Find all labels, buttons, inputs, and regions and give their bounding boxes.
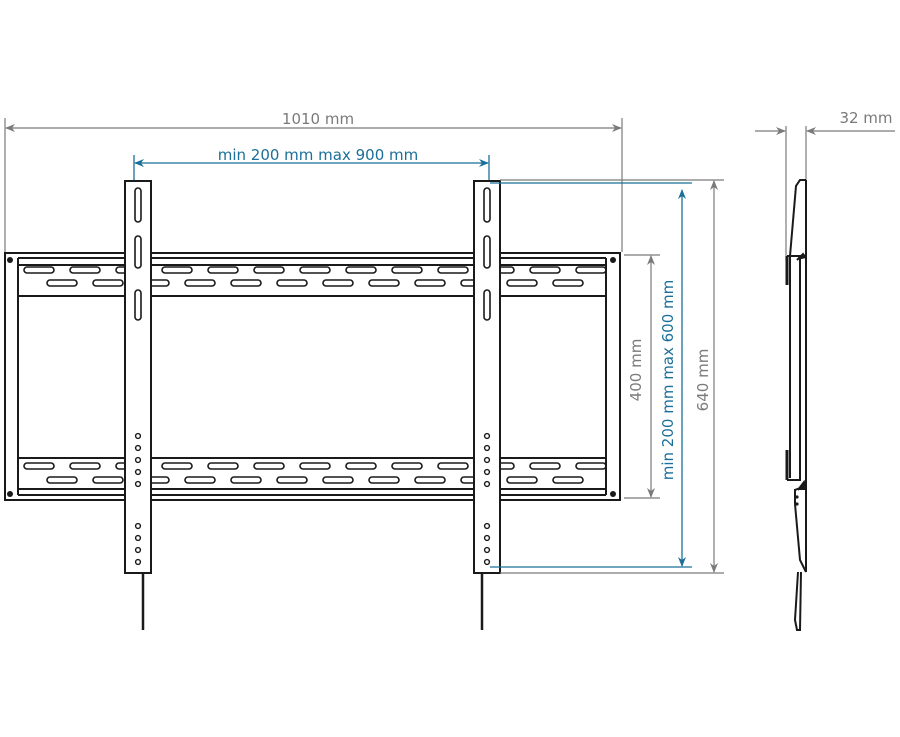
rail-slot [46, 279, 78, 287]
rail-slot [414, 279, 446, 287]
rail-slot [391, 266, 423, 274]
rail-slot [368, 279, 400, 287]
rail-slot [161, 462, 193, 470]
vertical-uprights [124, 180, 501, 630]
rail-slot [437, 266, 469, 274]
rail-slot [506, 279, 538, 287]
rail-slot [207, 462, 239, 470]
upright-hole [483, 534, 491, 542]
upright-slot [134, 187, 142, 223]
upright-hole [483, 468, 491, 476]
rail-slot [575, 462, 607, 470]
upright-slot [483, 289, 491, 321]
rail-slot [345, 462, 377, 470]
upright-hole [483, 558, 491, 566]
rail-slot [253, 462, 285, 470]
rail-slot [23, 266, 55, 274]
rail-slot [299, 462, 331, 470]
rail-slot [506, 476, 538, 484]
upright-bar [124, 180, 152, 574]
depth-label: 32 mm [839, 109, 892, 127]
rail-slot [322, 279, 354, 287]
rail-slot [368, 476, 400, 484]
vesa-vertical-label: min 200 mm max 600 mm [659, 280, 677, 481]
rail-slot [161, 266, 193, 274]
rail-slot [230, 476, 262, 484]
upright-spacing-label: min 200 mm max 900 mm [218, 146, 419, 164]
rail-slot [69, 266, 101, 274]
rail-slot [299, 266, 331, 274]
upright-hole [483, 480, 491, 488]
upright-slot [134, 235, 142, 269]
overall-width-dimension [4, 118, 623, 252]
overall-height-label: 640 mm [694, 349, 712, 412]
rail-slot [437, 462, 469, 470]
rail-slot [23, 462, 55, 470]
rail-slot [345, 266, 377, 274]
rail-height-dimension [624, 254, 660, 499]
rail-slot [92, 279, 124, 287]
rail-slot [322, 476, 354, 484]
upright-hole [134, 534, 142, 542]
rail-slot [575, 266, 607, 274]
rail-slot [46, 476, 78, 484]
rail-slot [184, 279, 216, 287]
rail-slot [276, 476, 308, 484]
upright-hole [483, 456, 491, 464]
side-profile-holes [795, 495, 799, 506]
upright-hole [483, 522, 491, 530]
upright-hole [134, 558, 142, 566]
side-profile [785, 179, 807, 631]
rail-slot [414, 476, 446, 484]
rail-slot [184, 476, 216, 484]
upright-hole [134, 522, 142, 530]
rail-slot [552, 279, 584, 287]
rail-slot [230, 279, 262, 287]
upright [473, 180, 501, 630]
rail-slot [207, 266, 239, 274]
upright [124, 180, 152, 630]
rail-slot [529, 462, 561, 470]
upright-hole [134, 432, 142, 440]
upright-slot [134, 289, 142, 321]
upright-hole [134, 444, 142, 452]
upright-spacing-dimension [133, 155, 490, 182]
upright-hole [134, 480, 142, 488]
rail-slot [391, 462, 423, 470]
upright-hole [483, 444, 491, 452]
wall-plate-frame [4, 252, 621, 501]
overall-height-dimension [500, 179, 724, 574]
vesa-vertical-dimension [490, 182, 692, 568]
rail-slot [92, 476, 124, 484]
upright-hole [134, 546, 142, 554]
upright-slot [483, 187, 491, 223]
depth-dimension [755, 126, 895, 262]
upright-bar [473, 180, 501, 574]
rail-slot [253, 266, 285, 274]
upright-hole [483, 546, 491, 554]
upright-hole [483, 432, 491, 440]
rail-height-label: 400 mm [627, 339, 645, 402]
rail-slot [529, 266, 561, 274]
overall-width-label: 1010 mm [282, 110, 354, 128]
upright-hole [134, 456, 142, 464]
rail-slot [69, 462, 101, 470]
corner-screws [7, 257, 616, 497]
upright-hole [134, 468, 142, 476]
rail-slot [552, 476, 584, 484]
upright-slot [483, 235, 491, 269]
rail-slot [276, 279, 308, 287]
